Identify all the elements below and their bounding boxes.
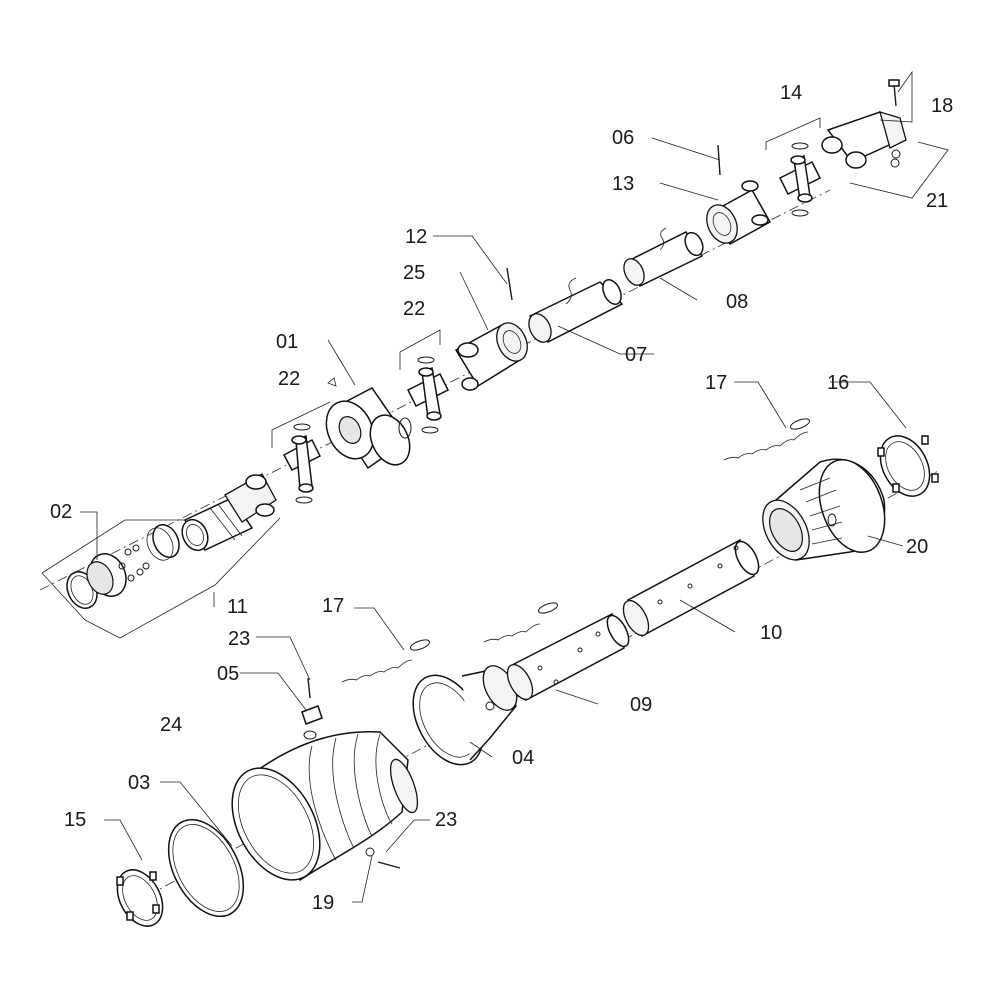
part-20-cone-cover (762, 458, 886, 561)
label-03: 03 (128, 772, 150, 794)
part-07-inner-tube (528, 277, 624, 343)
label-14: 14 (780, 82, 802, 104)
part-18-end-yoke (821, 70, 949, 199)
label-05: 05 (217, 663, 239, 685)
label-23-upper: 23 (228, 628, 250, 650)
part-10-outer-guard-tube (622, 538, 760, 638)
part-24-bellows (231, 677, 419, 882)
part-25-inner-yoke (454, 267, 528, 391)
label-25: 25 (403, 262, 425, 284)
part-15-retaining-ring (116, 869, 164, 927)
label-11: 11 (227, 596, 248, 618)
label-16: 16 (827, 372, 849, 394)
label-01: 01 (276, 331, 298, 353)
part-09-inner-guard-tube (506, 612, 630, 702)
part-labels: 01 02 03 04 05 06 07 08 09 10 11 12 13 1… (50, 82, 953, 914)
part-04-cone (412, 665, 518, 766)
label-06: 06 (612, 127, 634, 149)
part-03-large-ring (167, 818, 245, 918)
label-22-lower: 22 (278, 368, 300, 390)
label-22-upper: 22 (403, 298, 425, 320)
label-23-lower: 23 (435, 809, 457, 831)
splined-yoke (181, 473, 277, 552)
label-09: 09 (630, 694, 652, 716)
label-12: 12 (405, 226, 427, 248)
part-17-chains (341, 418, 810, 683)
label-17-lower: 17 (322, 595, 344, 617)
part-14-cross (765, 117, 822, 217)
part-08-outer-tube (623, 227, 704, 287)
label-13: 13 (612, 173, 634, 195)
label-15: 15 (64, 809, 86, 831)
part-22-cross-upper (399, 329, 450, 434)
part-01-clutch (325, 377, 412, 470)
part-11-group-bracket (41, 517, 281, 639)
part-02-bearing-set (66, 524, 180, 609)
part-13-outer-yoke (706, 144, 772, 246)
label-02: 02 (50, 501, 72, 523)
label-24: 24 (160, 714, 182, 736)
label-20: 20 (906, 536, 928, 558)
label-18: 18 (931, 95, 953, 117)
label-04: 04 (512, 747, 534, 769)
label-08: 08 (726, 291, 748, 313)
label-17-upper: 17 (705, 372, 727, 394)
label-19: 19 (312, 892, 334, 914)
label-10: 10 (760, 622, 782, 644)
label-07: 07 (625, 344, 647, 366)
leader-lines (80, 137, 907, 903)
part-16-retaining-ring (877, 435, 939, 497)
label-21: 21 (926, 190, 948, 212)
part-22-cross-lower (271, 401, 331, 504)
